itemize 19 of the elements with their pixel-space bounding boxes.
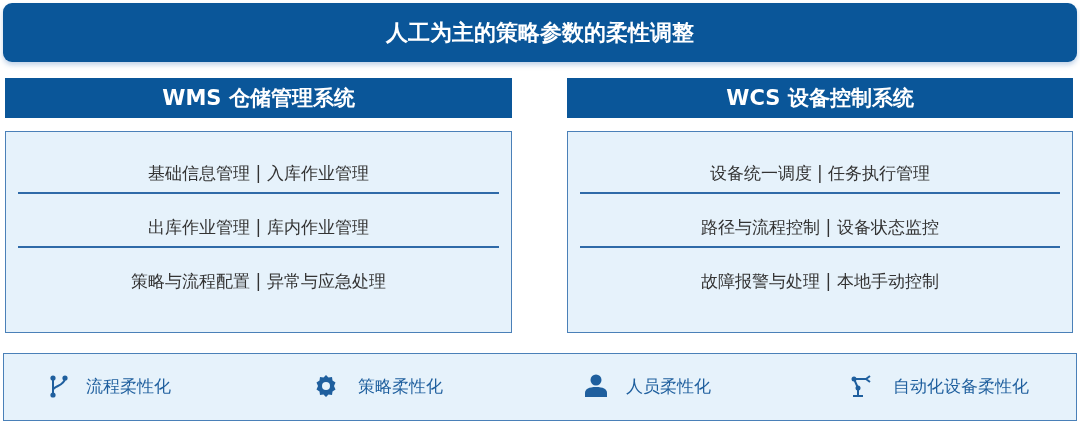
heading: WMS 仓储管理系统: [161, 85, 356, 112]
function-text: 策略与流程配置 | 异常与应急处理: [130, 270, 387, 293]
function-text: 出库作业管理 | 库内作业管理: [147, 216, 370, 239]
function-text: 故障报警与处理 | 本地手动控制: [700, 270, 940, 293]
module-panel: [5, 131, 512, 333]
title-banner: [3, 3, 1077, 62]
function-text: 路径与流程控制 | 设备状态监控: [700, 216, 940, 239]
feature-band: [3, 353, 1077, 421]
header-bar: [5, 78, 512, 118]
feature-label: 流程柔性化: [86, 375, 171, 398]
feature-label: 策略柔性化: [358, 375, 443, 398]
module-panel: [567, 131, 1073, 333]
feature-label: 自动化设备柔性化: [893, 375, 1029, 398]
header-bar: [567, 78, 1073, 118]
feature-label: 人员柔性化: [626, 375, 711, 398]
function-text: 基础信息管理 | 入库作业管理: [147, 162, 370, 185]
function-text: 设备统一调度 | 任务执行管理: [708, 162, 932, 185]
heading: 人工为主的策略参数的柔性调整: [385, 19, 695, 47]
heading: WCS 设备控制系统: [725, 85, 915, 112]
